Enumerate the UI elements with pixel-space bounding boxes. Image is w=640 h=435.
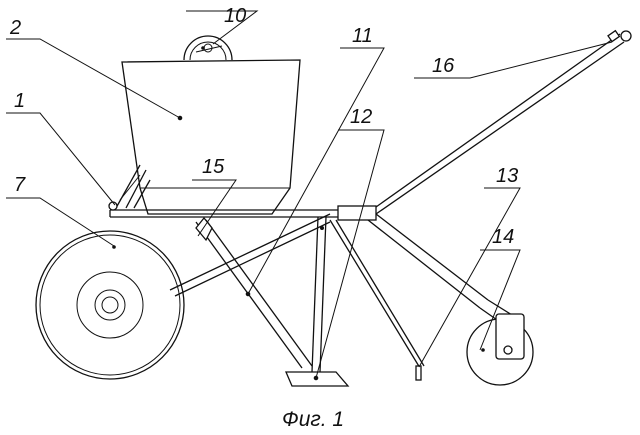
label-15: 15: [202, 156, 225, 178]
label-13: 13: [496, 165, 518, 187]
frame-beam: [109, 202, 376, 220]
label-11: 11: [352, 25, 373, 47]
figure-caption: Фиг. 1: [282, 408, 344, 431]
label-16: 16: [432, 55, 455, 77]
front-wheel: [36, 231, 184, 379]
label-1: 1: [14, 90, 25, 112]
seed-tube: [196, 218, 312, 368]
label-2: 2: [9, 17, 21, 39]
hopper-support: [116, 165, 150, 208]
diagonal-brace: [170, 214, 330, 296]
label-12: 12: [350, 106, 372, 128]
label-14: 14: [492, 226, 514, 248]
top-drive-wheel: [184, 36, 232, 60]
label-7: 7: [14, 174, 26, 196]
hopper: [122, 60, 300, 214]
rear-wheel: [467, 314, 533, 385]
coverer-rod: [330, 220, 424, 380]
label-10: 10: [224, 5, 246, 27]
